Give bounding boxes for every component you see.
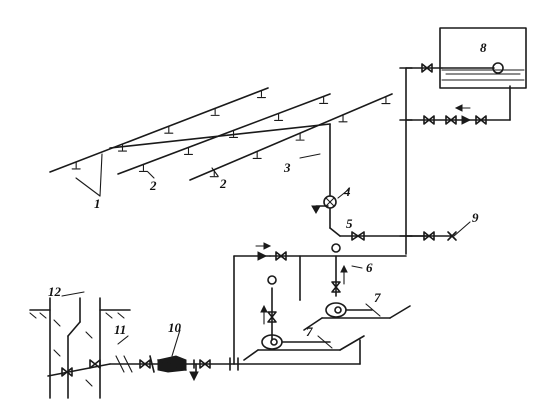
label-3: 3	[283, 160, 291, 175]
label-2a: 2	[149, 178, 157, 193]
label-5: 5	[346, 216, 353, 231]
sprinkler-head	[381, 96, 391, 105]
pump-station	[233, 242, 411, 365]
callout-labels: 1 2 2 3 4 5 6 7 7 8 9 10 11 12	[48, 40, 487, 339]
intake-well	[29, 291, 131, 399]
gate-valve-5	[351, 231, 365, 241]
sprinkler-head	[228, 129, 239, 138]
label-leaders	[75, 153, 363, 269]
sprinkler-head	[252, 150, 262, 159]
sprinkler-head	[295, 132, 305, 141]
label-2b: 2	[219, 176, 227, 191]
label-12: 12	[48, 284, 62, 299]
label-4: 4	[343, 184, 351, 199]
sprinkler-head	[256, 89, 267, 99]
sprinkler-head	[183, 146, 194, 155]
label-10: 10	[168, 320, 182, 335]
intake-line	[47, 329, 239, 382]
label-6: 6	[366, 260, 373, 275]
water-tank	[439, 27, 527, 89]
label-11: 11	[114, 322, 126, 337]
sprinkler-pipes	[49, 87, 393, 197]
sprinkler-head	[210, 107, 220, 116]
sprinkler-head	[319, 95, 329, 104]
label-9: 9	[472, 210, 479, 225]
sprinkler-head	[338, 114, 348, 123]
sprinkler-head	[117, 143, 128, 152]
sprinkler-head	[164, 125, 174, 134]
sprinkler-heads	[71, 89, 391, 178]
main-riser	[399, 63, 511, 255]
label-8: 8	[480, 40, 487, 55]
label-7b: 7	[306, 324, 313, 339]
sprinkler-head	[71, 161, 81, 170]
sprinkler-head	[274, 112, 284, 121]
sprinkler-head	[138, 163, 148, 172]
label-7a: 7	[374, 290, 381, 305]
control-valve-node	[311, 195, 431, 237]
label-1: 1	[94, 196, 101, 211]
